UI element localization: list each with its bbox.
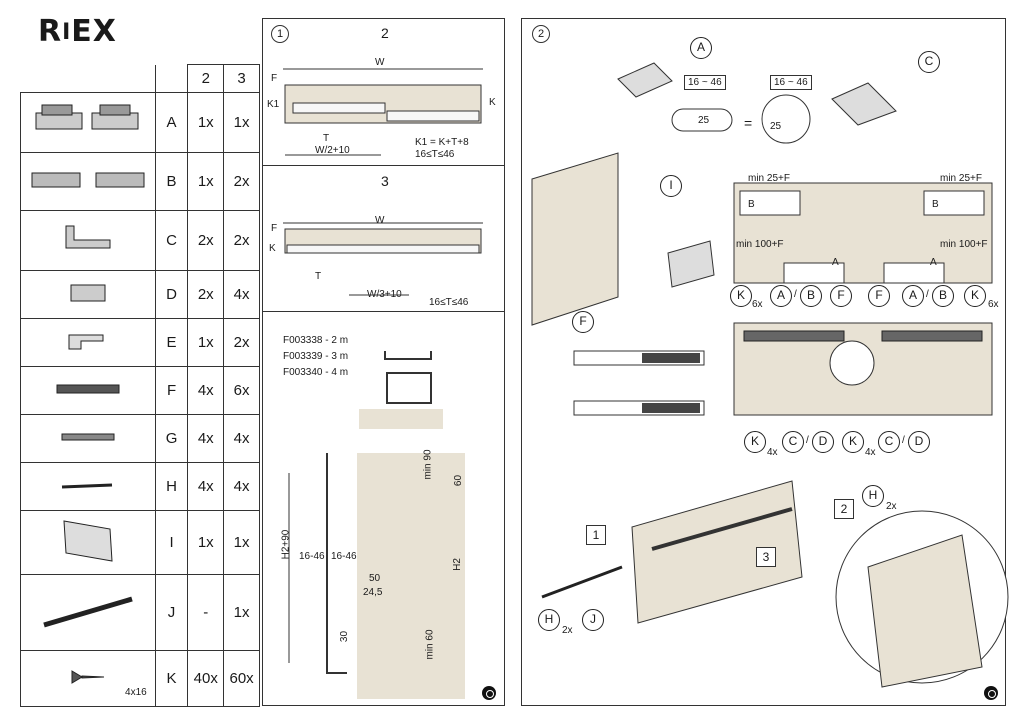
page-flip-icon [482,686,496,700]
profile-code: F003338 - 2 m [283,335,349,346]
callout-K: K [730,285,752,307]
plate-icon [63,519,113,562]
step-1-badge: 1 [586,525,606,545]
brand-logo: RIEX [38,14,117,49]
callout-I: I [660,175,682,197]
small-bracket-icon [70,284,106,301]
three-door-drawing [283,222,483,296]
bracket-detail-drawing [617,62,897,144]
part-row: J-1x [20,574,260,651]
col-header-3: 3 [223,64,260,93]
step-number: 2 [532,25,550,43]
profile-code: F003340 - 4 m [283,367,349,378]
door-hardware-drawing [733,322,993,416]
bar-icon [43,596,133,627]
two-door-title: 2 [381,25,389,41]
profile-code: F003339 - 3 m [283,351,349,362]
col-header-2: 2 [187,64,225,93]
callout-H: H [862,485,884,507]
hanger-bracket-icon [31,172,145,187]
half-width-label: W/2+10 [315,145,350,156]
callout-C: C [918,51,940,73]
panel-measurements: 1 2 W F K1 K T W/2+10 K1 = K+T+8 16≤T≤46… [262,18,505,706]
panel-installation: 2 A C 16 ~ 46 16 ~ 46 25 25 = I min 25+F… [521,18,1009,706]
rod-icon [61,483,112,488]
three-door-title: 3 [381,173,389,189]
callout-A: A [690,37,712,59]
top-bracket-icon [35,104,139,129]
rail-assembly-drawing [541,480,1009,688]
pin-icon [61,433,115,440]
section-drawing [288,351,465,699]
stopper-icon [68,334,104,349]
callout-F: F [572,311,594,333]
damper-drawing [573,350,705,416]
angle-bracket-icon [65,225,111,248]
step-2-badge: 2 [834,499,854,519]
two-door-drawing [283,68,483,156]
door-panel-drawing [531,152,993,326]
damper-icon [56,384,120,393]
step-number: 1 [271,25,289,43]
step-3-badge: 3 [756,547,776,567]
callout-J: J [582,609,604,631]
screw-icon [71,669,104,684]
page-flip-icon [984,686,998,700]
k1-formula: K1 = K+T+8 [415,137,469,148]
